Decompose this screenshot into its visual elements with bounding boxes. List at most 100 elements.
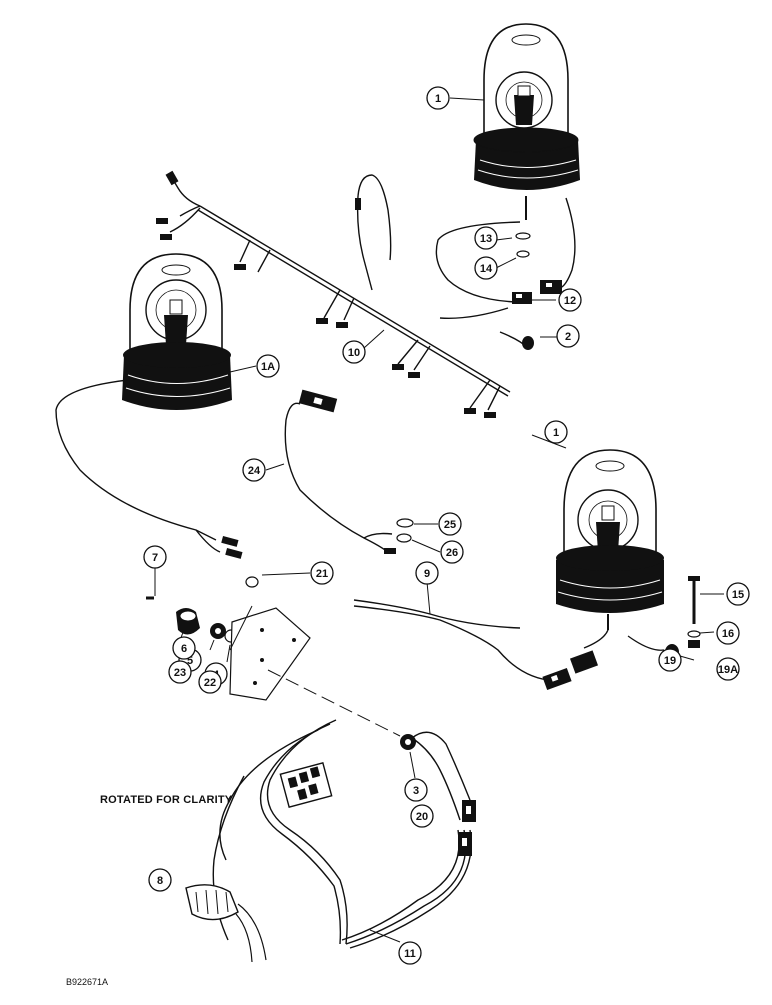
callout-label: 24	[248, 465, 261, 477]
callout-15: 15	[726, 582, 750, 606]
callout-label: 1	[435, 93, 441, 105]
callout-circle	[716, 657, 740, 681]
connectors-11	[458, 800, 476, 856]
callout-label: 9	[424, 568, 430, 580]
callout-label: 26	[446, 547, 458, 559]
callout-25: 25	[438, 512, 462, 536]
callout-label: 5	[187, 655, 193, 667]
callout-leaders	[154, 97, 724, 943]
callout-6: 6	[172, 636, 196, 660]
switch-connector-rotated	[279, 762, 333, 808]
beacon-lamp-right	[556, 449, 664, 630]
callout-label: 15	[732, 589, 744, 601]
callout-circle	[242, 458, 266, 482]
left-lamp-terminals	[221, 536, 243, 559]
callout-19: 19	[658, 648, 682, 672]
callout-circle	[438, 512, 462, 536]
connector-9	[542, 650, 599, 691]
beacon-lamp-top	[473, 23, 580, 220]
callout-1: 1	[426, 86, 450, 110]
callout-label: 20	[416, 811, 428, 823]
harness-terminals	[156, 170, 496, 418]
callout-label: 11	[404, 948, 416, 960]
main-wire-harness	[169, 174, 511, 411]
left-lamp-lead	[55, 379, 221, 553]
callout-label: 7	[152, 552, 158, 564]
switch-harness	[212, 719, 472, 949]
callout-circle	[198, 670, 222, 694]
callout-label: 1	[553, 427, 559, 439]
mounting-plate	[229, 605, 401, 737]
callout-circle	[440, 540, 464, 564]
callout-label: 19A	[718, 664, 738, 676]
callout-1a: 1A	[256, 354, 280, 378]
callout-7: 7	[143, 545, 167, 569]
callout-22: 22	[198, 670, 222, 694]
figure-id: B922671A	[66, 977, 108, 987]
callout-circle	[256, 354, 280, 378]
callout-circle	[474, 226, 498, 250]
callout-label: 14	[480, 263, 493, 275]
callout-20: 20	[410, 804, 434, 828]
connector-24	[298, 389, 338, 413]
callout-circle	[143, 545, 167, 569]
callout-circle	[556, 324, 580, 348]
callout-label: 21	[316, 568, 328, 580]
callout-circle	[544, 420, 568, 444]
callout-circle	[168, 660, 192, 684]
callout-circle	[404, 778, 428, 802]
callout-circle	[148, 868, 172, 892]
callout-circle	[172, 636, 196, 660]
callout-circle	[474, 256, 498, 280]
harness-9	[353, 599, 609, 681]
rotated-note: ROTATED FOR CLARITY	[100, 794, 233, 806]
callout-label: 13	[480, 233, 492, 245]
callout-11: 11	[398, 941, 422, 965]
callout-circle	[415, 561, 439, 585]
callout-24: 24	[242, 458, 266, 482]
callout-26: 26	[440, 540, 464, 564]
callout-circle	[342, 340, 366, 364]
switch-body-3	[400, 734, 416, 750]
callout-label: 22	[204, 677, 216, 689]
callout-10: 10	[342, 340, 366, 364]
callout-label: 2	[565, 331, 571, 343]
callout-label: 6	[181, 643, 187, 655]
callout-circle	[310, 561, 334, 585]
callout-16: 16	[716, 621, 740, 645]
callout-label: 8	[157, 875, 163, 887]
callout-label: 12	[564, 295, 576, 307]
harness-24	[284, 402, 393, 553]
top-lamp-lead	[435, 197, 576, 349]
callout-19a: 19A	[716, 657, 740, 681]
callout-circle	[410, 804, 434, 828]
beacon-lamp-left	[122, 253, 232, 410]
hardware-13-14	[515, 232, 534, 350]
callout-label: 1A	[261, 361, 275, 373]
callout-label: 3	[413, 785, 419, 797]
callout-circle	[726, 582, 750, 606]
callout-label: 23	[174, 667, 186, 679]
callout-9: 9	[415, 561, 439, 585]
connector-12	[512, 280, 562, 304]
callout-label: 10	[348, 347, 360, 359]
callout-23: 23	[168, 660, 192, 684]
callout-13: 13	[474, 226, 498, 250]
callout-1: 1	[544, 420, 568, 444]
callout-circle	[658, 648, 682, 672]
callout-12: 12	[558, 288, 582, 312]
callout-21: 21	[310, 561, 334, 585]
callout-label: 19	[664, 655, 676, 667]
callout-circle	[426, 86, 450, 110]
callout-3: 3	[404, 778, 428, 802]
callout-8: 8	[148, 868, 172, 892]
hardware-25-26	[384, 518, 414, 554]
callout-2: 2	[556, 324, 580, 348]
callout-14: 14	[474, 256, 498, 280]
callout-circle	[398, 941, 422, 965]
switch-hardware	[146, 576, 259, 643]
callout-label: 16	[722, 628, 734, 640]
callout-circle	[716, 621, 740, 645]
